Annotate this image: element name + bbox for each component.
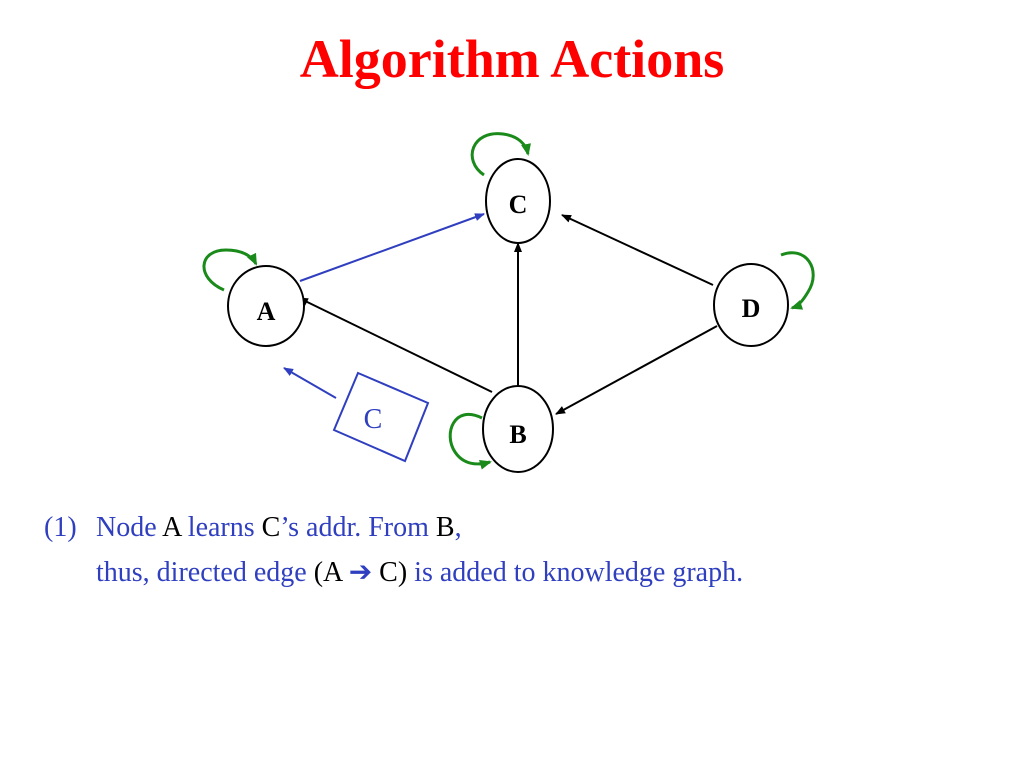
- caption-line1-segment: ,: [454, 512, 462, 543]
- caption-line1-segment: B: [435, 512, 455, 543]
- caption-line1-segment: A: [162, 512, 181, 543]
- node-b-label: B: [509, 420, 526, 449]
- caption-line-2: thus, directed edge (A ➔ C) is added to …: [44, 550, 743, 595]
- packet-box: C: [332, 371, 430, 463]
- self-loop-b: [448, 412, 492, 470]
- node-c-label: C: [509, 190, 528, 219]
- page-title: Algorithm Actions: [299, 29, 725, 89]
- node-a: A: [227, 265, 305, 347]
- self-loop-c: [470, 132, 531, 177]
- caption-line-1-text: Node A learns C’s addr. From B,: [96, 512, 462, 543]
- packet-label: C: [364, 404, 383, 435]
- node-d: D: [713, 263, 789, 347]
- node-d-label: D: [742, 294, 761, 323]
- caption-line2-segment: thus, directed edge: [96, 557, 314, 588]
- caption-line2-segment: C): [372, 557, 408, 588]
- edge-a-to-c: [299, 213, 485, 282]
- caption-line2-segment: is added to knowledge graph.: [407, 557, 744, 588]
- edge-d-to-c: [561, 214, 714, 286]
- caption-line1-segment: learns: [180, 512, 262, 543]
- caption: (1) Node A learns C’s addr. From B, thus,…: [44, 505, 743, 595]
- node-b: B: [482, 385, 554, 473]
- packet-arrow-to-a: [283, 367, 337, 399]
- caption-line1-segment: ’s addr. From: [280, 512, 436, 543]
- node-c: C: [485, 158, 551, 244]
- self-loop-a: [202, 248, 258, 292]
- edge-b-to-a: [298, 297, 493, 393]
- caption-line2-segment: (A: [313, 557, 349, 588]
- caption-number: (1): [44, 512, 77, 543]
- caption-line1-segment: Node: [96, 512, 163, 543]
- edge-d-to-b: [555, 325, 718, 415]
- self-loop-d: [780, 251, 815, 310]
- caption-line-2-text: thus, directed edge (A ➔ C) is added to …: [96, 557, 743, 588]
- caption-line-1: (1) Node A learns C’s addr. From B,: [44, 505, 743, 550]
- caption-line2-segment: ➔: [348, 557, 373, 588]
- node-a-label: A: [257, 297, 276, 326]
- caption-line1-segment: C: [261, 512, 281, 543]
